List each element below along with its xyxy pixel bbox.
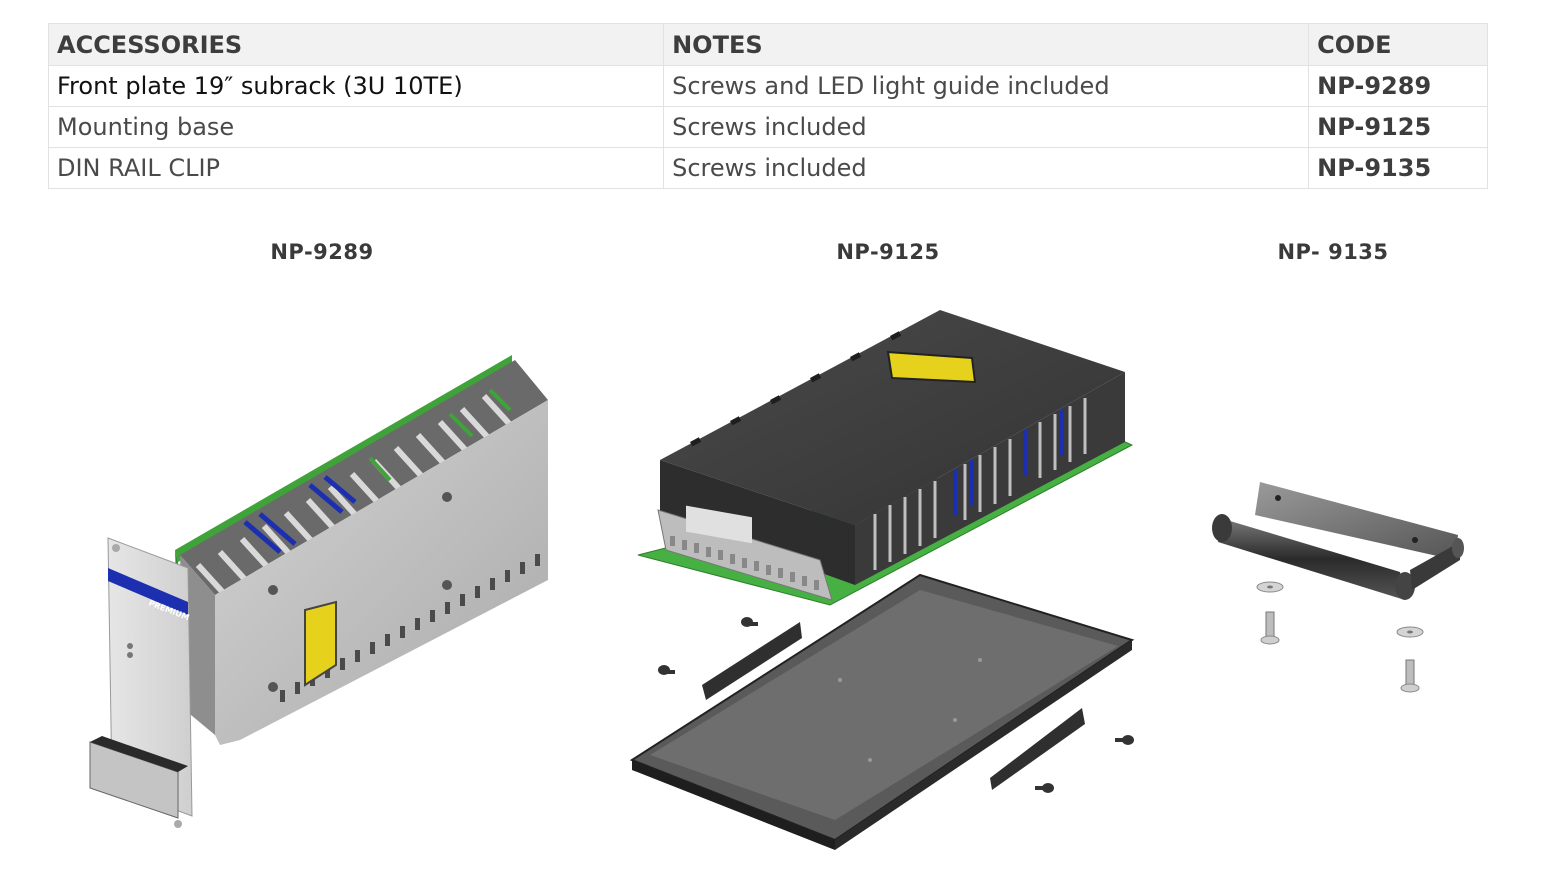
front-plate-subrack-illustration: PREMIUM bbox=[89, 355, 548, 828]
header-accessories: ACCESSORIES bbox=[47, 23, 665, 66]
product-caption-np9135: NP- 9135 bbox=[1277, 240, 1389, 264]
accessories-table: ACCESSORIES NOTES CODE Front plate 19″ s… bbox=[47, 23, 1488, 189]
table-row: DIN RAIL CLIP Screws included NP-9135 bbox=[47, 147, 1488, 189]
mounting-bracket bbox=[990, 708, 1085, 790]
mounting-screw bbox=[1035, 783, 1054, 793]
product-caption-np9125: NP-9125 bbox=[836, 240, 940, 264]
transformer-window bbox=[304, 600, 337, 687]
table-header-row: ACCESSORIES NOTES CODE bbox=[47, 23, 1488, 66]
capacitors-blue bbox=[953, 410, 1064, 515]
plate-handle bbox=[89, 741, 179, 819]
notes-cell: Screws included bbox=[663, 106, 1310, 148]
clip-top-surface bbox=[1255, 482, 1458, 560]
code-cell: NP-9125 bbox=[1308, 106, 1488, 148]
accessory-cell: DIN RAIL CLIP bbox=[47, 147, 665, 189]
din-rail-clip-illustration bbox=[1212, 482, 1464, 693]
housing-side bbox=[215, 400, 548, 745]
code-cell: NP-9289 bbox=[1308, 65, 1488, 107]
accessory-cell: Front plate 19″ subrack (3U 10TE) bbox=[47, 65, 665, 107]
screw bbox=[1400, 659, 1420, 693]
notes-cell: Screws included bbox=[663, 147, 1310, 189]
brand-stripe bbox=[108, 568, 188, 615]
mounting-base-illustration bbox=[629, 310, 1135, 850]
product-caption-np9289: NP-9289 bbox=[270, 240, 374, 264]
housing-top bbox=[660, 310, 1125, 525]
screw bbox=[1260, 611, 1280, 645]
mounting-screw bbox=[1115, 735, 1134, 745]
notes-cell: Screws and LED light guide included bbox=[663, 65, 1310, 107]
clip-body bbox=[1218, 518, 1405, 600]
table-row: Mounting base Screws included NP-9125 bbox=[47, 106, 1488, 148]
terminal-screws bbox=[670, 536, 819, 590]
vent-slots bbox=[280, 554, 540, 702]
accessory-cell: Mounting base bbox=[47, 106, 665, 148]
capacitors-blue bbox=[243, 475, 357, 554]
transformer-window bbox=[886, 350, 977, 384]
mounting-bracket bbox=[702, 622, 802, 700]
code-cell: NP-9135 bbox=[1308, 147, 1488, 189]
header-notes: NOTES bbox=[663, 23, 1310, 66]
heatsink-fins bbox=[873, 398, 1087, 570]
led-indicator bbox=[127, 643, 133, 649]
mounting-screw bbox=[741, 617, 758, 627]
table-row: Front plate 19″ subrack (3U 10TE) Screws… bbox=[47, 65, 1488, 107]
mounting-screw bbox=[658, 665, 675, 675]
led-indicator bbox=[127, 652, 133, 658]
header-code: CODE bbox=[1308, 23, 1488, 66]
